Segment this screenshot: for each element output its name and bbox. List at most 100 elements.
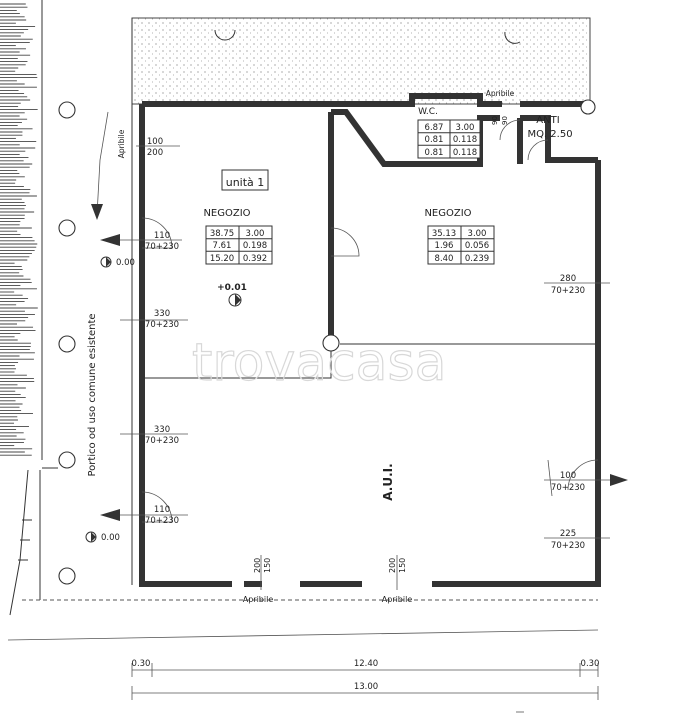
opening-lines [120,145,610,590]
door-swing [141,491,173,523]
svg-text:7.61: 7.61 [213,241,232,251]
wc-table: 6.87 3.00 0.81 0.118 0.81 0.118 [417,119,481,159]
opening-height: 70+230 [145,516,179,526]
opening-width: 110 [154,505,170,515]
opening-width: 225 [560,529,576,539]
right-room-table: 35.13 3.00 1.96 0.056 8.40 0.239 [427,225,495,265]
left-room-table: 38.75 3.00 7.61 0.198 15.20 0.392 [205,225,273,265]
svg-text:3.00: 3.00 [468,229,487,239]
column [322,334,340,352]
svg-text:0.392: 0.392 [243,254,267,264]
svg-text:0.81: 0.81 [425,135,444,145]
svg-text:0.118: 0.118 [453,148,477,158]
svg-text:0.239: 0.239 [465,254,489,264]
unit-label: unità 1 [226,176,265,189]
level-marker [85,531,97,543]
opening-height: 70+230 [145,242,179,252]
svg-text:3.00: 3.00 [246,229,265,239]
dim-middle: 12.40 [354,659,378,669]
opening-width: 100 [560,471,576,481]
column [58,219,76,237]
level-marker [100,256,112,268]
wc-door-dim: 90 [491,116,499,125]
anti-wall [520,115,598,163]
portico-columns [58,101,76,585]
window-width: 200 [253,558,262,573]
opening-height: 70+230 [551,286,585,296]
svg-text:0.81: 0.81 [425,148,444,158]
door-swing [499,119,521,141]
wall-top [142,93,502,107]
opening-top-width: 100 [147,137,163,147]
door-leaf [547,459,553,497]
opening-top-height: 200 [147,148,163,158]
direction-arrow [96,111,109,216]
dim-total: 13.00 [354,682,378,692]
window-height: 150 [263,558,272,573]
entry-arrow [100,509,120,521]
column [58,101,76,119]
opening-width: 330 [154,309,170,319]
svg-text:0.056: 0.056 [465,241,489,251]
dim-right-margin: 0.30 [581,659,600,669]
street-line [7,629,599,641]
svg-text:8.40: 8.40 [435,254,454,264]
opening-height: 70+230 [145,320,179,330]
portico-edge [9,469,41,616]
svg-text:35.13: 35.13 [432,229,456,239]
window-apribile: Apribile [243,595,274,604]
window-apribile: Apribile [382,595,413,604]
level-marker [228,293,242,307]
opening-height: 70+230 [145,436,179,446]
window-height: 150 [398,558,407,573]
door-swing [330,227,360,257]
opening-width: 280 [560,274,576,284]
window-width: 200 [388,558,397,573]
opening-height: 70+230 [551,483,585,493]
anti-area: MQ. 2.50 [527,129,572,140]
dim-left-margin: 0.30 [132,659,151,669]
anti-name: ANTI [536,115,559,126]
portico-steps [18,519,32,561]
svg-text:1.96: 1.96 [435,241,454,251]
opening-width: 330 [154,425,170,435]
hatched-strip [0,3,38,456]
svg-text:3.00: 3.00 [456,123,475,133]
svg-text:38.75: 38.75 [210,229,234,239]
door-swing [567,459,599,491]
opening-height: 70+230 [551,541,585,551]
courtyard-area [131,17,591,105]
unit-label-box [221,169,269,191]
wall-left [139,104,232,587]
right-room-name: NEGOZIO [424,208,471,219]
opening-width: 110 [154,231,170,241]
column [58,567,76,585]
wall-right [432,160,601,587]
wc-name: W.C. [418,107,438,117]
portico-label: Portico od uso comune esistente [87,313,98,476]
left-room-level: +0.01 [217,283,247,293]
left-room-name: NEGOZIO [203,208,250,219]
partition-wall [331,109,500,167]
column [58,451,76,469]
column [58,335,76,353]
wc-apribile: Apribile [486,89,515,98]
svg-text:0.198: 0.198 [243,241,267,251]
aui-label: A.U.I. [381,463,395,500]
corner-column [580,99,596,115]
level-value: 0.00 [101,533,120,543]
svg-text:15.20: 15.20 [210,254,234,264]
svg-text:0.118: 0.118 [453,135,477,145]
direction-arrow-head [91,204,103,220]
portico-apribile: Apribile [117,129,126,158]
entry-arrow [100,234,120,246]
level-value: 0.00 [116,258,135,268]
watermark: trovacasa [192,333,447,393]
wc-door-dim: 90 [501,116,509,125]
courtyard-column [214,29,236,41]
dimension-lines [131,663,599,700]
entry-arrow [610,474,628,486]
door-swing [527,139,549,161]
